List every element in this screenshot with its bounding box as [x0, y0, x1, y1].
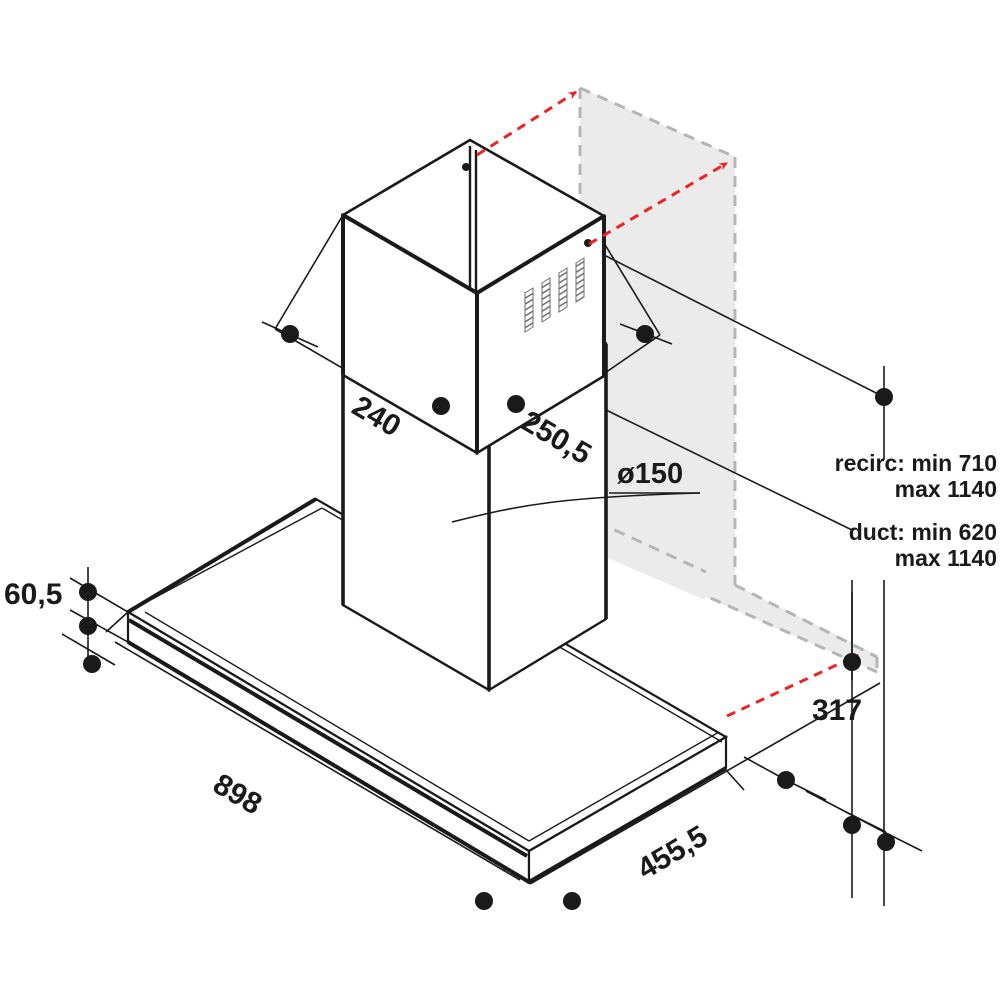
wall-clearance-arrow-top: [476, 90, 578, 157]
note-duct-min: duct: min 620: [849, 519, 997, 545]
note-duct-max: max 1140: [895, 545, 997, 571]
chimney-vent-grille: [524, 257, 585, 333]
hood-canopy: [125, 497, 729, 884]
dimension-dots: [79, 325, 895, 910]
dimension-label-wall-offset: 317: [812, 694, 862, 727]
duct-callout-leader: [451, 492, 701, 523]
chimney-upper-section: [340, 138, 607, 456]
wall-clearance-arrows: [476, 90, 860, 718]
note-recirc-min: recirc: min 710: [835, 450, 997, 476]
wall-plane: [578, 86, 879, 674]
dimension-label-canopy-height: 60,5: [4, 578, 62, 611]
note-recirc-max: max 1140: [895, 476, 997, 502]
wall-clearance-arrow-middle: [588, 161, 729, 246]
callout-duct-diameter: ø150: [617, 458, 683, 490]
dimension-label-depth: 455,5: [632, 819, 713, 886]
wall-clearance-arrow-bottom: [726, 653, 860, 718]
dimension-label-width: 898: [207, 768, 267, 822]
screw-dot-left: [462, 163, 470, 171]
